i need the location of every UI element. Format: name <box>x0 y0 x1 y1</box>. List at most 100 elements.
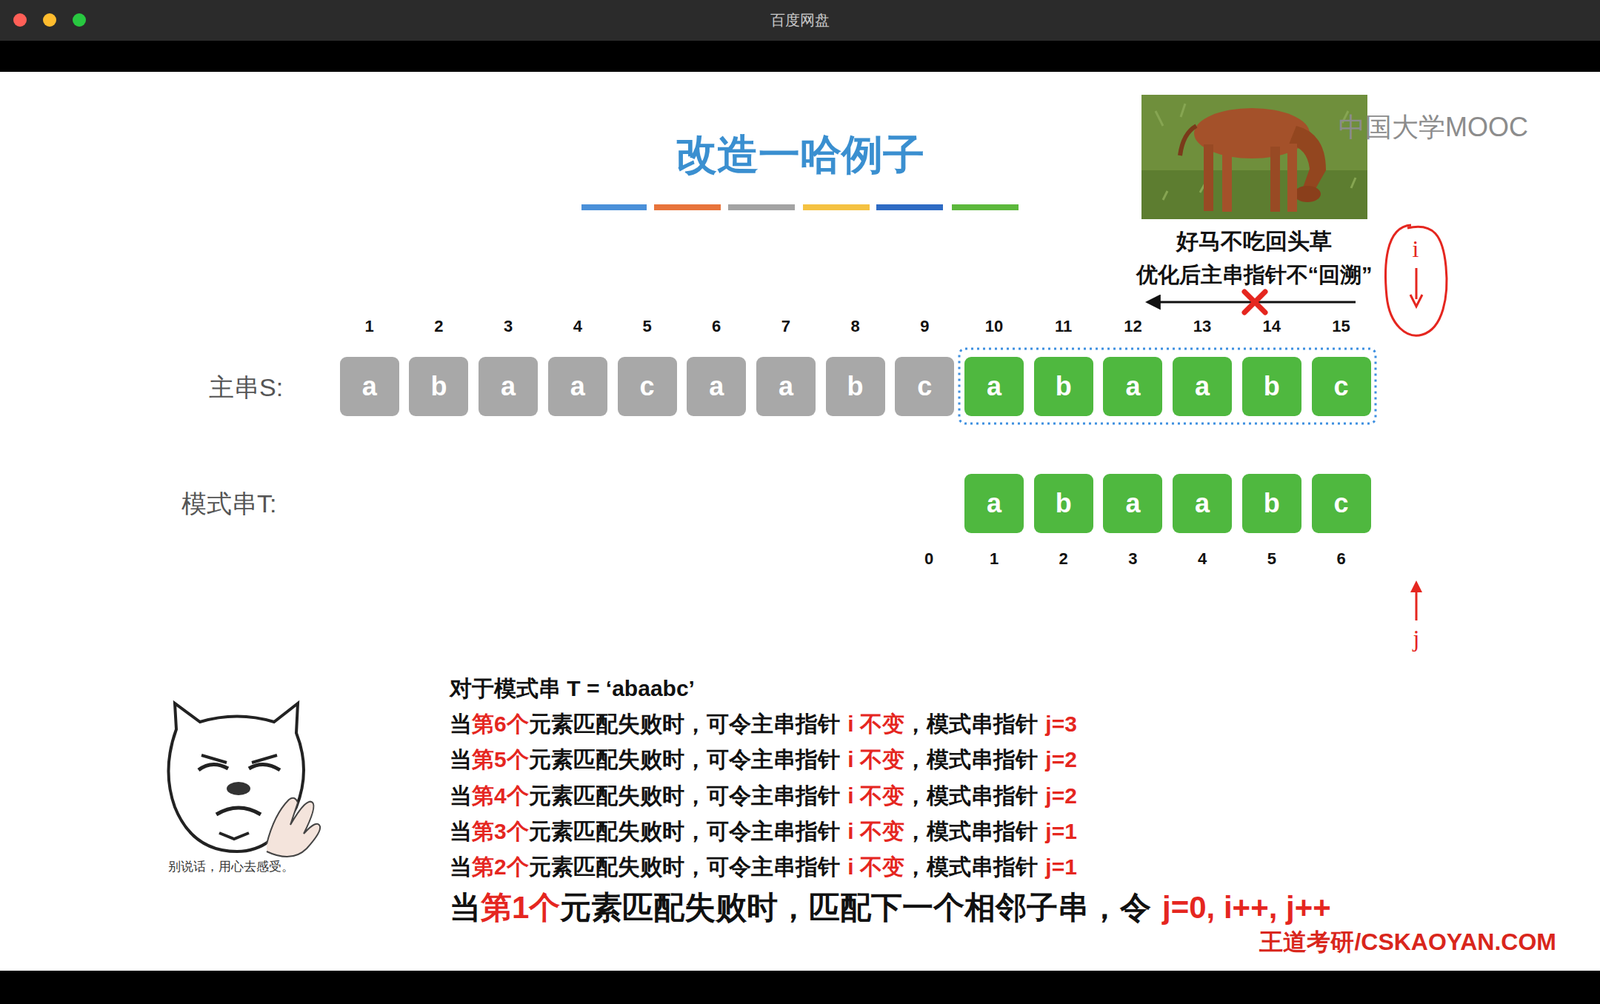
explanation-text: ，模式串指针 <box>904 854 1038 880</box>
explanation-text: ，模式串指针 <box>904 783 1038 809</box>
char-text: b <box>1055 373 1072 400</box>
explanation-text: 元素匹配失败时，可令主串指针 <box>528 747 840 772</box>
zoom-button <box>72 13 86 27</box>
matched-char-box: b <box>1242 357 1302 417</box>
window-title: 百度网盘 <box>770 11 830 29</box>
caption: 优化后主串指针不“回溯” <box>1136 262 1373 289</box>
pointer-i-arrow <box>1410 268 1423 307</box>
close-button <box>13 13 27 27</box>
index-number: 15 <box>1331 317 1350 337</box>
explanation-text: ，模式串指针 <box>904 819 1038 844</box>
explanation-text: 元素匹配失败时，可令主串指针 <box>528 783 840 809</box>
meme-caption: 别说话，用心去感受。 <box>168 860 295 875</box>
explanation-text: ，模式串指针 <box>904 747 1038 772</box>
index-number: 5 <box>1267 549 1277 569</box>
pattern-char-box: c <box>1311 474 1372 534</box>
matched-char-box: c <box>1311 357 1372 417</box>
caption: 好马不吃回头草 <box>1176 228 1332 255</box>
explanation-text: ，模式串指针 <box>904 711 1038 737</box>
explanation-text: 元素匹配失败时，可令主串指针 <box>528 854 840 880</box>
index-number: 13 <box>1193 317 1212 337</box>
char-text: a <box>570 373 586 400</box>
index-number: 11 <box>1054 317 1072 337</box>
explanation-text: 元素匹配失败时，匹配下一个相邻子串，令 <box>560 890 1152 926</box>
index-number: 3 <box>1128 549 1138 569</box>
char-text: b <box>1055 490 1072 518</box>
index-number: 2 <box>434 317 443 337</box>
matched-char-box: a <box>1172 357 1232 417</box>
explanation-line: 当第6个元素匹配失败时，可令主串指针i 不变，模式串指针j=3 <box>449 711 1078 738</box>
main-char-box: a <box>686 357 746 417</box>
explanation-line: 当第4个元素匹配失败时，可令主串指针 i 不变，模式串指针 j=2 <box>449 782 1078 810</box>
char-text: c <box>639 373 655 400</box>
explanation-text: 当 <box>449 819 472 844</box>
title-underline-bars <box>581 204 1019 211</box>
char-text: b <box>430 373 447 400</box>
highlight-text: 第6个 <box>471 711 529 737</box>
minimize-button <box>42 13 57 27</box>
index-number: 1 <box>989 549 999 569</box>
highlight-text: j=2 <box>1045 747 1078 772</box>
char-text: a <box>1194 373 1210 400</box>
char-text: b <box>1263 373 1280 400</box>
highlight-text: j=0, i++, j++ <box>1162 890 1332 926</box>
brand-mark: 王道考研/CSKAOYAN.COM <box>1259 928 1557 957</box>
explanation-line: 当第3个元素匹配失败时，可令主串指针i 不变，模式串指针j=1 <box>449 818 1078 846</box>
highlight-text: j=1 <box>1045 854 1078 880</box>
index-number: 4 <box>573 317 583 337</box>
char-text: a <box>986 490 1002 518</box>
char-text: a <box>1194 490 1210 518</box>
explanation-text: 当 <box>449 747 472 772</box>
pattern-char-box: b <box>1034 474 1094 534</box>
index-number: 14 <box>1262 317 1281 337</box>
slide-ground <box>0 71 1600 972</box>
highlight-text: i 不变 <box>847 783 905 809</box>
char-text: a <box>708 373 724 400</box>
char-text: b <box>1263 490 1280 518</box>
char-text: a <box>986 373 1002 400</box>
index-number: 2 <box>1059 549 1069 569</box>
index-number: 5 <box>642 317 652 337</box>
highlight-text: 第4个 <box>471 783 529 809</box>
explanation-text: 元素匹配失败时，可令主串指针 <box>528 819 840 844</box>
char-text: c <box>1333 490 1349 518</box>
char-text: c <box>1333 373 1349 400</box>
char-text: c <box>917 373 932 400</box>
index-number: 6 <box>711 317 721 337</box>
highlight-text: j=2 <box>1045 783 1078 809</box>
pattern-char-box: a <box>964 474 1024 534</box>
explanation-text: 元素匹配失败时，可令主串指针 <box>528 711 840 737</box>
explanation-text: 当 <box>449 783 472 809</box>
hand-drawn-circle <box>1385 225 1447 336</box>
explanation-line: 当第2个元素匹配失败时，可令主串指针i 不变，模式串指针j=1 <box>449 854 1078 881</box>
matched-char-box: b <box>1034 357 1094 417</box>
explanation-line: 当第5个元素匹配失败时，可令主串指针i 不变，模式串指针j=2 <box>449 746 1078 774</box>
char-text: a <box>362 373 378 400</box>
index-number: 9 <box>920 317 929 337</box>
index-number: 8 <box>850 317 860 337</box>
char-text: b <box>847 373 864 400</box>
highlight-text: i 不变 <box>847 854 905 880</box>
slide-title: 改造一哈例子 <box>675 129 925 180</box>
index-number: 10 <box>985 317 1003 337</box>
index-number: 4 <box>1197 549 1207 569</box>
title-bar <box>0 0 1600 41</box>
pointer-name: j <box>1413 624 1420 653</box>
explanation-line: 对于模式串 T = ‘abaabc’ <box>449 675 695 703</box>
char-text: a <box>1125 373 1140 400</box>
char-text: a <box>1125 490 1140 518</box>
index-number: 0 <box>924 549 934 569</box>
highlight-text: j=1 <box>1045 819 1078 844</box>
highlight-text: 第5个 <box>471 747 529 772</box>
highlight-text: 第3个 <box>471 819 529 844</box>
pattern-char-box: a <box>1102 474 1163 534</box>
main-char-box: c <box>617 357 678 417</box>
index-number: 7 <box>781 317 791 337</box>
substring-frame <box>959 348 1376 424</box>
index-number: 3 <box>503 317 513 337</box>
main-char-box: a <box>548 357 608 417</box>
horse-photo <box>1141 94 1368 220</box>
matched-char-box: a <box>964 357 1024 417</box>
